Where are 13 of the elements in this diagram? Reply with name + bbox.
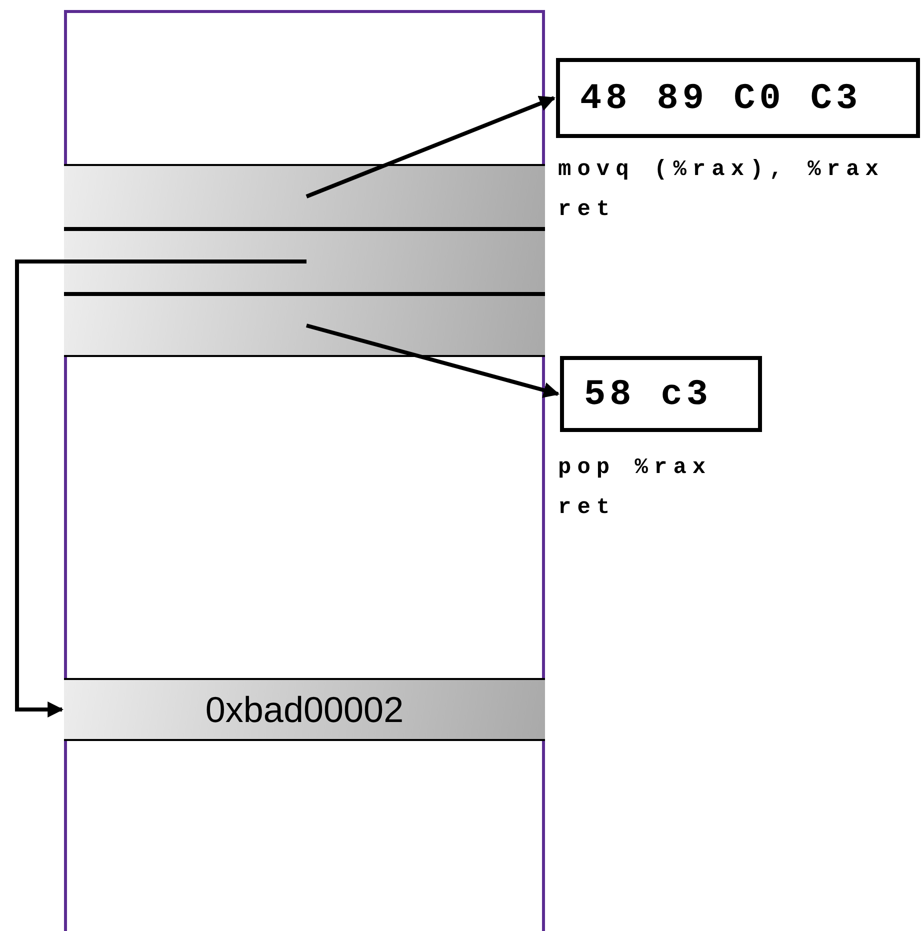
assembly-text: pop %rax ret <box>558 454 713 522</box>
arrow <box>306 324 560 398</box>
memory-slot <box>64 164 545 229</box>
assembly-text: movq (%rax), %rax ret <box>558 156 886 224</box>
byte-box: 58 c3 <box>560 356 762 432</box>
memory-slot <box>64 229 545 294</box>
memory-slot <box>64 294 545 357</box>
arrow <box>306 96 556 198</box>
stack-column <box>64 10 545 931</box>
arrow <box>15 260 306 718</box>
slot-value: 0xbad00002 <box>205 688 404 730</box>
stack-slot <box>64 678 545 741</box>
byte-box: 48 89 C0 C3 <box>556 58 920 138</box>
